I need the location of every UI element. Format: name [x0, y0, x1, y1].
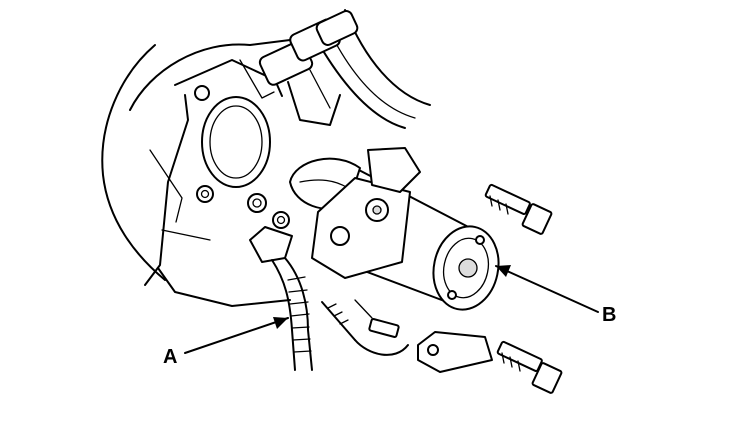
terminal-nuts: [247, 193, 290, 229]
upper-wiring-harness: [258, 9, 431, 129]
mounting-bracket: [417, 331, 493, 373]
terminal-wire: [321, 299, 409, 356]
engine-block: [129, 39, 291, 307]
starter-motor: [289, 147, 500, 311]
callout-b-leader: [495, 265, 599, 313]
callout-b-label: B: [602, 304, 616, 326]
upper-mounting-bolt: [484, 183, 553, 235]
callout-a-arrowhead: [273, 317, 288, 329]
callout-a-label: A: [163, 346, 177, 368]
flywheel-arc: [101, 44, 166, 281]
callout-a-leader: [184, 317, 289, 354]
starter-cable: [249, 226, 313, 371]
callout-b-arrowhead: [496, 265, 511, 277]
lower-mounting-bolt: [496, 340, 563, 394]
